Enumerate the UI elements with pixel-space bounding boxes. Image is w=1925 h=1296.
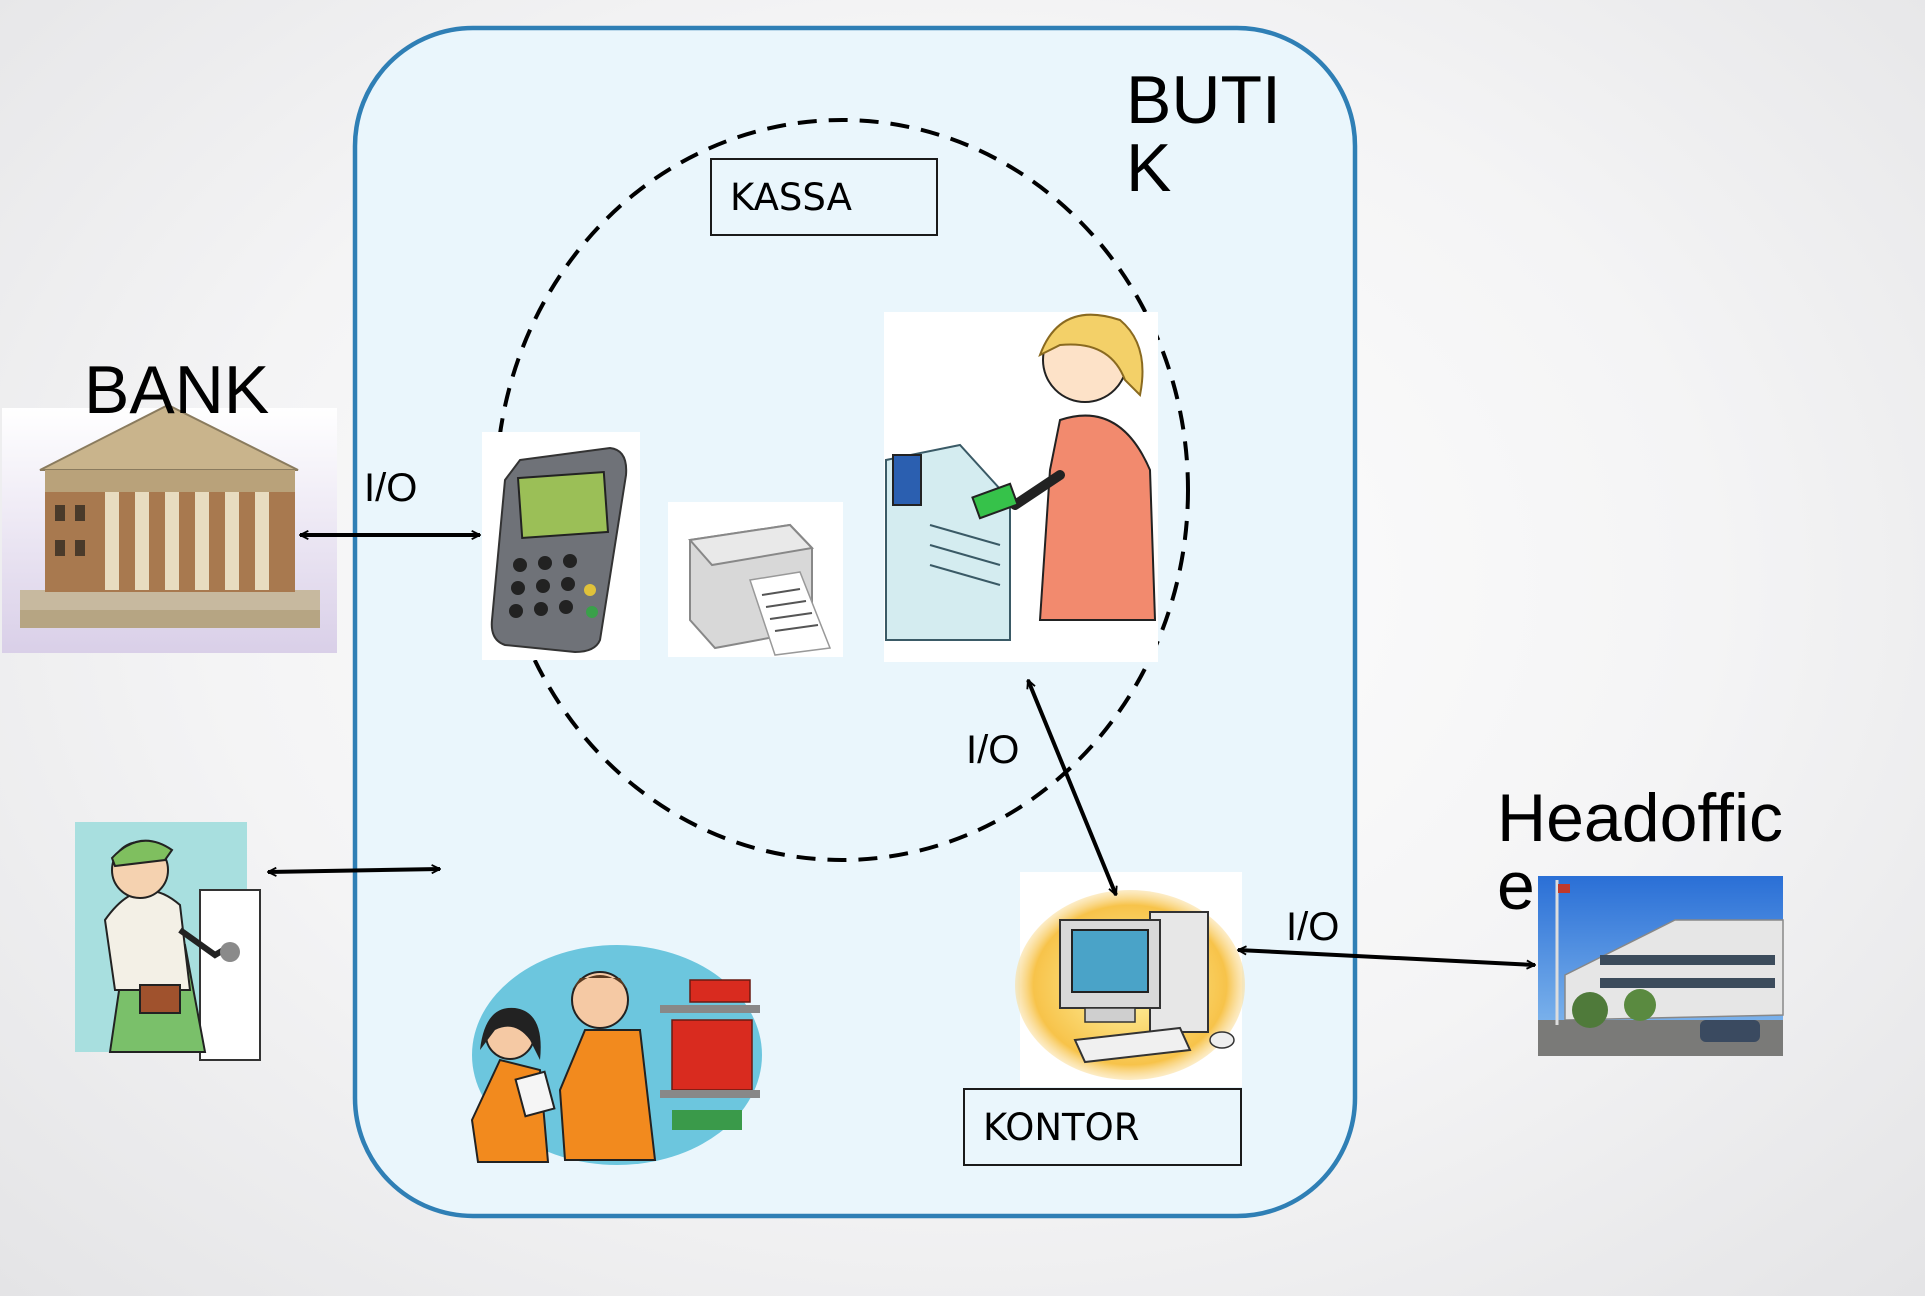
card-terminal-image xyxy=(482,432,640,660)
headoffice-label: Headoffic e xyxy=(1497,780,1784,924)
shop-staff-image xyxy=(470,945,762,1165)
bank-building-image xyxy=(2,403,337,653)
kontor-box: KONTOR xyxy=(963,1088,1242,1166)
io-label-kassa-kontor: I/O xyxy=(966,728,1020,772)
kassa-box: KASSA xyxy=(710,158,938,236)
arrow-kassa-kontor xyxy=(1026,680,1118,895)
supplier-worker-image xyxy=(75,822,261,1061)
io-label-headoffice: I/O xyxy=(1286,905,1340,949)
arrow-supplier-butik xyxy=(268,869,440,872)
bank-label: BANK xyxy=(84,352,270,428)
butik-label: BUTI K xyxy=(1126,62,1281,206)
arrow-kontor-headoffice xyxy=(1238,950,1535,965)
io-label-bank: I/O xyxy=(364,466,418,510)
computer-image xyxy=(1015,872,1245,1087)
headoffice-building-image xyxy=(1538,876,1784,1056)
cashier-image xyxy=(884,312,1158,662)
receipt-printer-image xyxy=(668,502,843,657)
